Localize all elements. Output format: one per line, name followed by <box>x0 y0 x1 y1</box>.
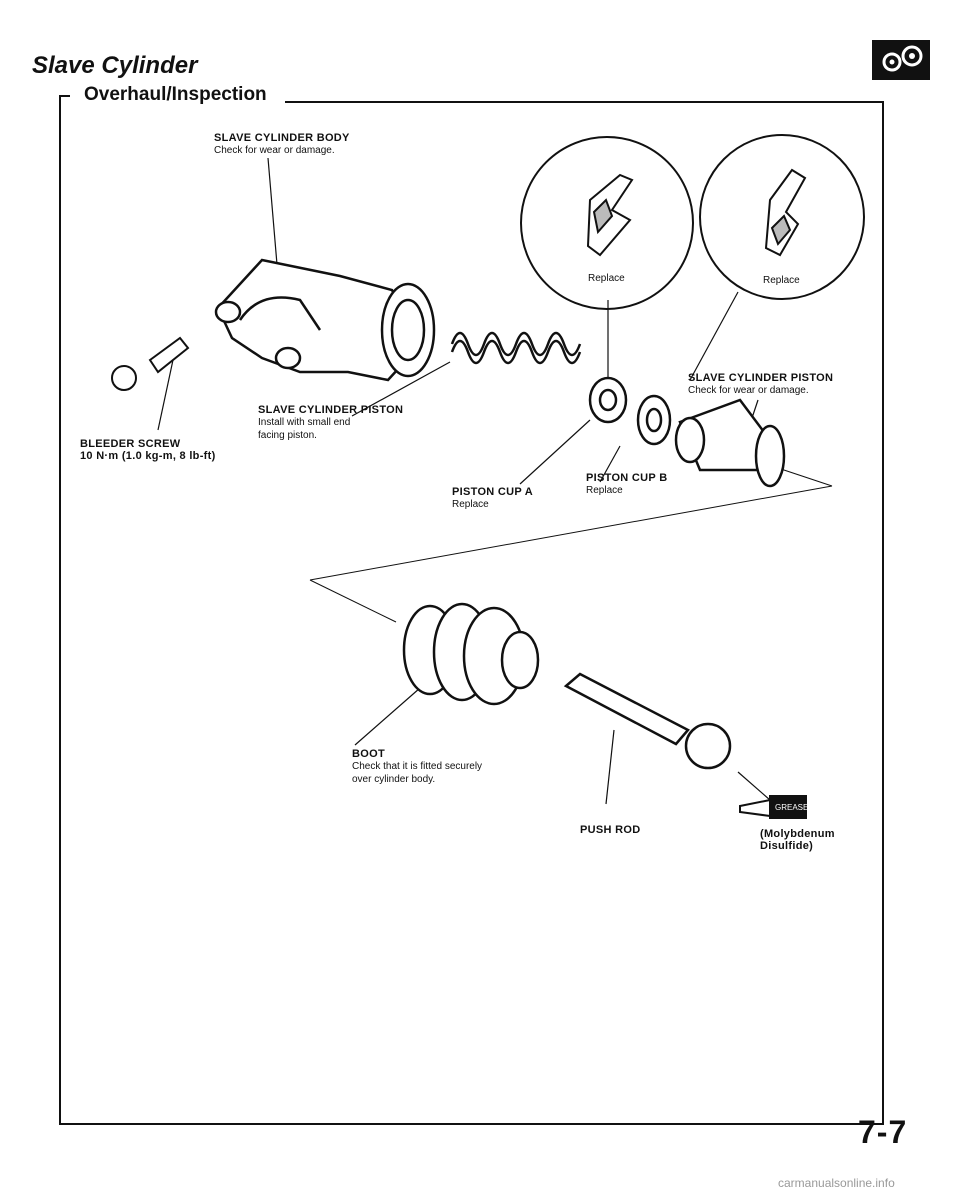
label-push-rod: PUSH ROD <box>580 824 641 836</box>
page-number: 7-7 <box>858 1114 908 1150</box>
page-title: Slave Cylinder <box>32 52 198 79</box>
label-grease: (Molybdenum Disulfide) <box>760 828 835 852</box>
label-piston-cup-b: PISTON CUP B Replace <box>586 472 668 496</box>
watermark: carmanualsonline.info <box>778 1176 895 1190</box>
section-title: Overhaul/Inspection <box>78 84 273 106</box>
label-slave-cylinder-piston-check: SLAVE CYLINDER PISTON Check for wear or … <box>688 372 834 396</box>
grease-badge: GREASE <box>775 803 809 812</box>
label-piston-cup-a: PISTON CUP A Replace <box>452 486 534 510</box>
label-bleeder-screw: BLEEDER SCREW 10 N·m (1.0 kg-m, 8 lb-ft) <box>80 438 216 462</box>
gear-icon <box>872 40 930 80</box>
label-replace-right: Replace <box>763 275 800 286</box>
label-boot: BOOT Check that it is fitted securely ov… <box>352 748 483 785</box>
label-replace-left: Replace <box>588 273 625 284</box>
label-slave-cylinder-body: SLAVE CYLINDER BODY Check for wear or da… <box>214 132 350 156</box>
label-slave-cylinder-piston-install: SLAVE CYLINDER PISTON Install with small… <box>258 404 404 441</box>
